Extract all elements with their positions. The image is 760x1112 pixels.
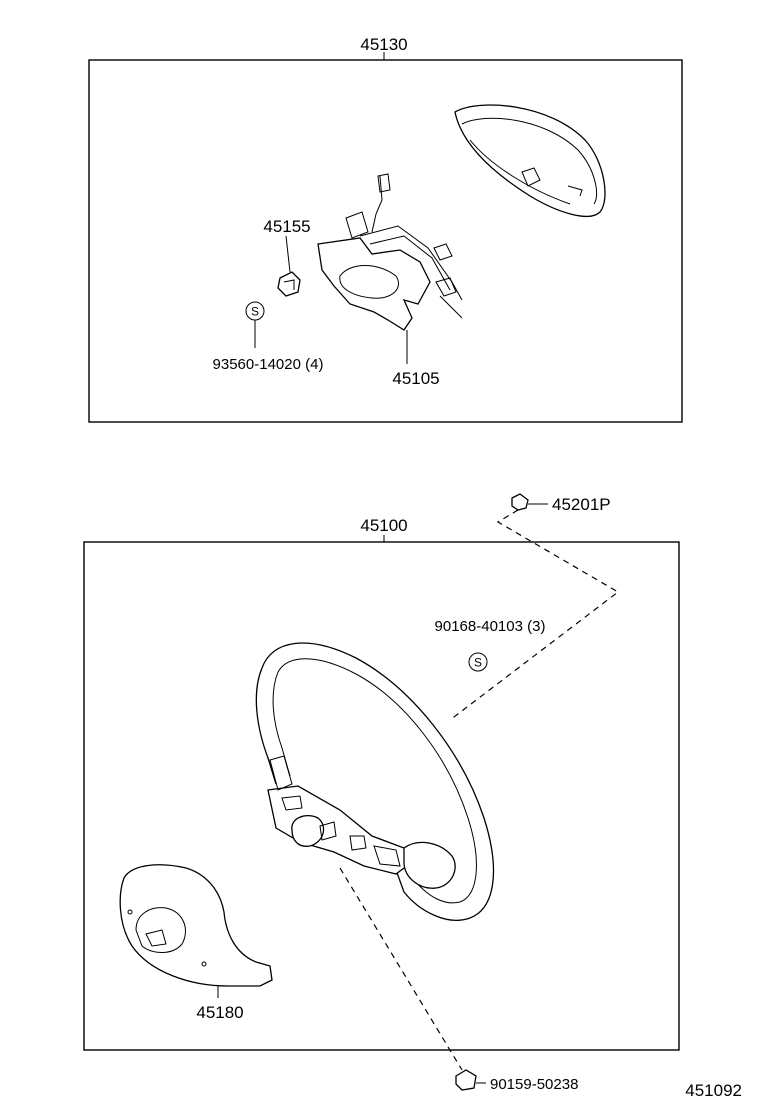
horn-pad-cover-drawing [454, 104, 606, 217]
svg-text:S: S [251, 305, 259, 319]
assembly-45100-box [83, 541, 680, 1051]
svg-text:S: S [474, 656, 482, 670]
part-45105-label[interactable]: 45105 [392, 369, 439, 388]
assembly-45130-box [88, 59, 683, 423]
bolt-90159-50238-drawing [339, 867, 486, 1091]
assembly-45100-label[interactable]: 45100 [360, 516, 407, 535]
part-45201p-label[interactable]: 45201P [552, 495, 611, 514]
part-45155-label[interactable]: 45155 [263, 217, 310, 236]
assembly-45100-group: 45100 90168-40103 (3) S [83, 516, 680, 1051]
part-45180-label[interactable]: 45180 [196, 1003, 243, 1022]
assembly-45130-group: 45130 45105 [88, 35, 683, 423]
diagram-number: 451092 [685, 1081, 742, 1100]
part-90159-50238-label[interactable]: 90159-50238 [490, 1076, 578, 1093]
part-93560-14020-label[interactable]: 93560-14020 (4) [213, 356, 324, 373]
assembly-45130-label[interactable]: 45130 [360, 35, 407, 54]
symbol-s-standard-part-icon-2: S [468, 652, 488, 672]
steering-wheel-45100-drawing [255, 642, 495, 921]
part-90168-40103-label[interactable]: 90168-40103 (3) [435, 618, 546, 635]
horn-bracket-45105-drawing [317, 173, 463, 364]
clip-45201p-drawing [449, 493, 620, 721]
symbol-s-standard-part-icon: S [245, 301, 265, 348]
lower-cover-45180-drawing [119, 864, 273, 998]
nut-45155-drawing [277, 235, 301, 297]
